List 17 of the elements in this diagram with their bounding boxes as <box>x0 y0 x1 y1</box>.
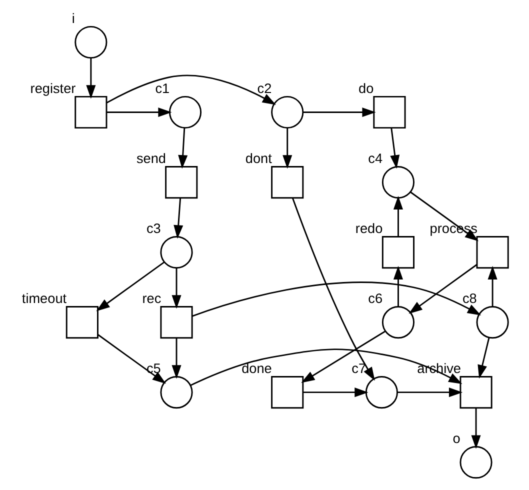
node-label: do <box>358 81 374 96</box>
node-label: c8 <box>462 291 476 306</box>
node-label: c6 <box>368 291 382 306</box>
node-label: i <box>71 10 74 26</box>
node-label: dont <box>244 151 272 166</box>
node-label: redo <box>354 221 382 236</box>
node-label: c4 <box>368 151 382 166</box>
node-label: o <box>452 431 460 446</box>
node-label: c2 <box>256 81 272 96</box>
node-label: c7 <box>351 361 366 376</box>
node-label: register <box>30 81 76 96</box>
node-label: rec <box>142 291 161 306</box>
node-label: c1 <box>154 81 170 96</box>
node-label: done <box>241 361 272 376</box>
node-label: send <box>136 151 166 166</box>
node-label: timeout <box>21 291 66 306</box>
node-label: c3 <box>146 221 160 236</box>
